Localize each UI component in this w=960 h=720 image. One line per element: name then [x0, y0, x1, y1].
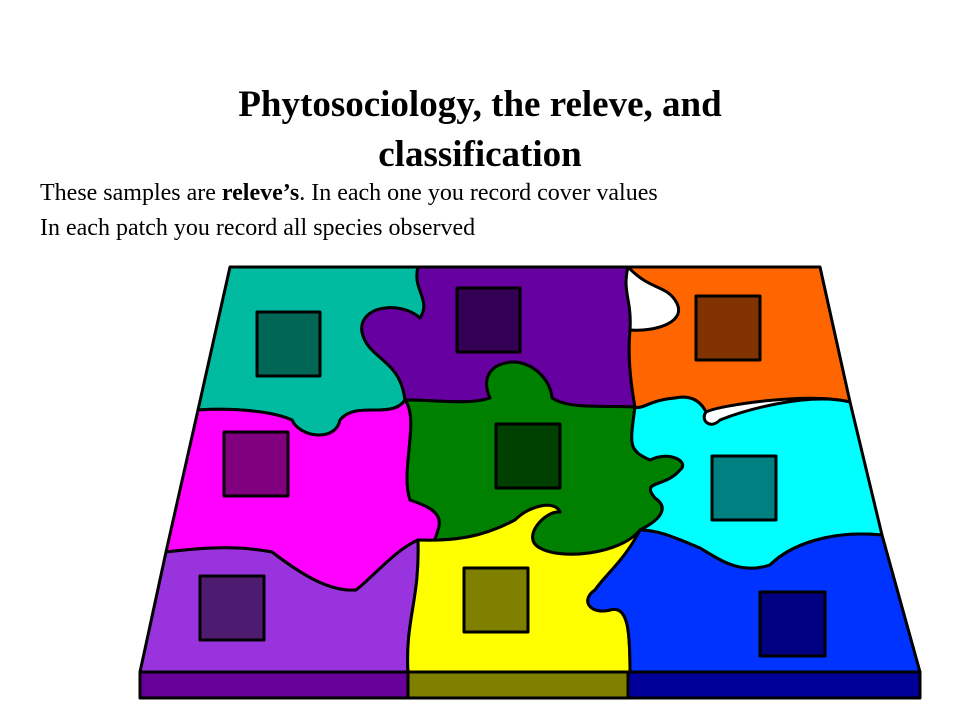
- releve-sample-8: [462, 566, 530, 634]
- releve-sample-4: [222, 430, 290, 498]
- edge-strip-left: [138, 670, 410, 700]
- patch-bottom-right: [586, 528, 922, 674]
- releve-sample-7: [198, 574, 266, 642]
- releve-sample-6: [710, 454, 778, 522]
- slide-title: Phytosociology, the releve, and classifi…: [140, 80, 820, 180]
- body-line-1-start: These samples are: [40, 180, 222, 206]
- body-line-1-end: . In each one you record cover values: [299, 180, 658, 206]
- releve-sample-9: [758, 590, 827, 658]
- slide-title-line-1: Phytosociology, the releve, and: [238, 84, 722, 125]
- releve-sample-2: [455, 286, 522, 354]
- body-line-1: These samples are releve’s. In each one …: [40, 176, 940, 211]
- releve-sample-1: [255, 310, 322, 378]
- edge-strip-right: [626, 670, 922, 700]
- slide-title-line-2: classification: [378, 134, 582, 175]
- edge-strip-middle: [406, 670, 630, 700]
- body-line-1-bold: releve’s: [221, 180, 300, 206]
- slide-body: These samples are releve’s. In each one …: [40, 176, 940, 246]
- body-line-2: In each patch you record all species obs…: [40, 215, 476, 241]
- releve-sample-5: [494, 422, 562, 490]
- releve-sample-3: [694, 294, 762, 362]
